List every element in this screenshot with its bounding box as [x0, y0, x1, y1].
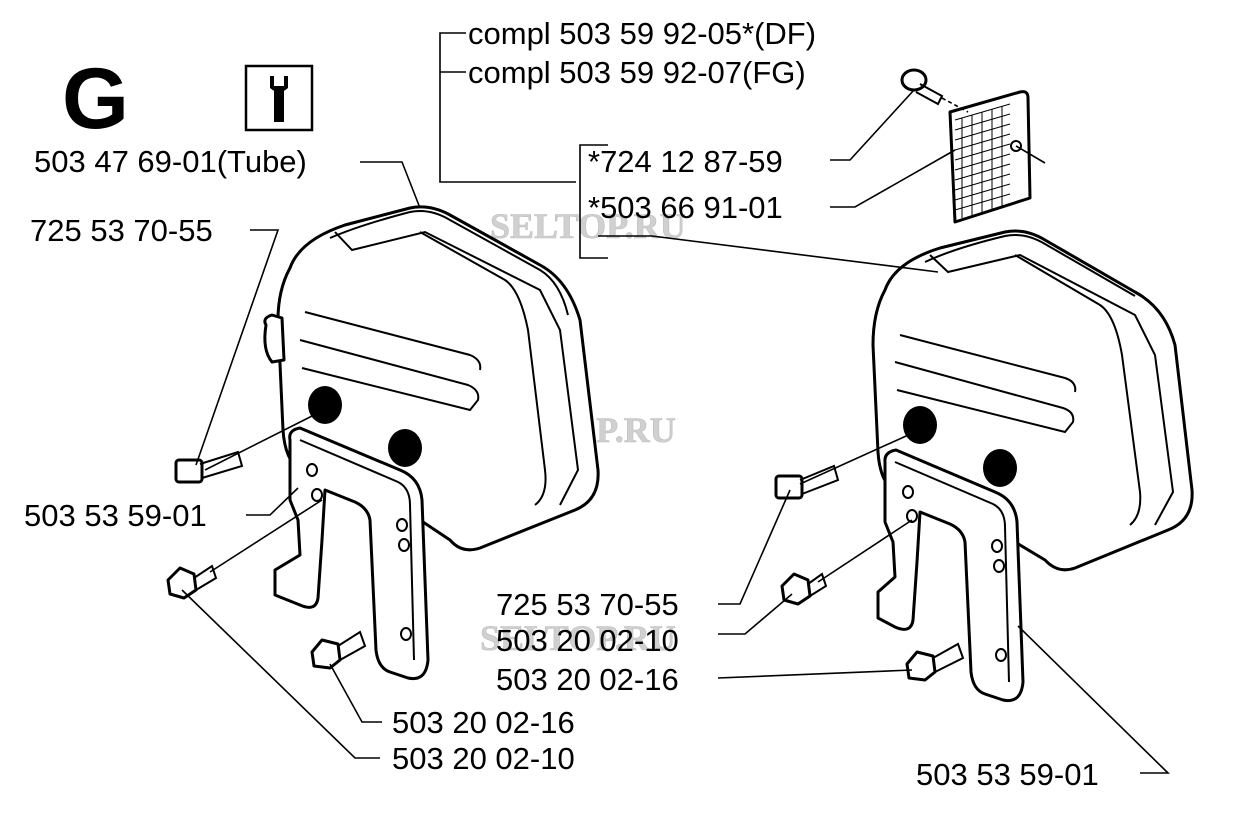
left-screw-503-20-02-10	[166, 564, 218, 600]
spark-arrestor-screen	[948, 90, 1046, 224]
label-left-bracket: 503 53 59-01	[24, 498, 207, 533]
kit-bracket	[439, 32, 608, 259]
label-left-bolt: 725 53 70-55	[30, 213, 213, 248]
section-letter: G	[62, 51, 129, 147]
watermark-top: SELTOP.RU	[490, 206, 686, 246]
right-bolt-725	[774, 464, 840, 500]
label-left-screw-10: 503 20 02-10	[392, 741, 575, 776]
label-tube: 503 47 69-01(Tube)	[34, 144, 307, 179]
label-screw-724: *724 12 87-59	[588, 144, 783, 179]
wrench-icon	[244, 64, 314, 132]
screen-screw-724	[900, 68, 969, 113]
left-bracket	[273, 426, 430, 681]
right-bracket	[876, 448, 1025, 703]
label-left-screw-16: 503 20 02-16	[392, 705, 575, 740]
watermark-bottom: SELTOP.RU	[480, 618, 676, 658]
label-screen-503: *503 66 91-01	[588, 190, 783, 225]
label-compl-fg: compl 503 59 92-07(FG)	[468, 55, 806, 90]
label-right-bracket: 503 53 59-01	[916, 757, 1099, 792]
right-screw-503-20-02-10	[780, 572, 828, 606]
label-compl-df: compl 503 59 92-05*(DF)	[468, 16, 816, 51]
label-right-bolt: 725 53 70-55	[496, 587, 679, 622]
left-bolt-725	[174, 450, 244, 484]
left-screw-503-20-02-16	[310, 630, 367, 670]
right-screw-503-20-02-16	[905, 642, 965, 682]
label-right-screw-10: 503 20 02-10	[496, 623, 679, 658]
label-right-screw-16: 503 20 02-16	[496, 662, 679, 697]
leader-lines	[181, 89, 1170, 774]
